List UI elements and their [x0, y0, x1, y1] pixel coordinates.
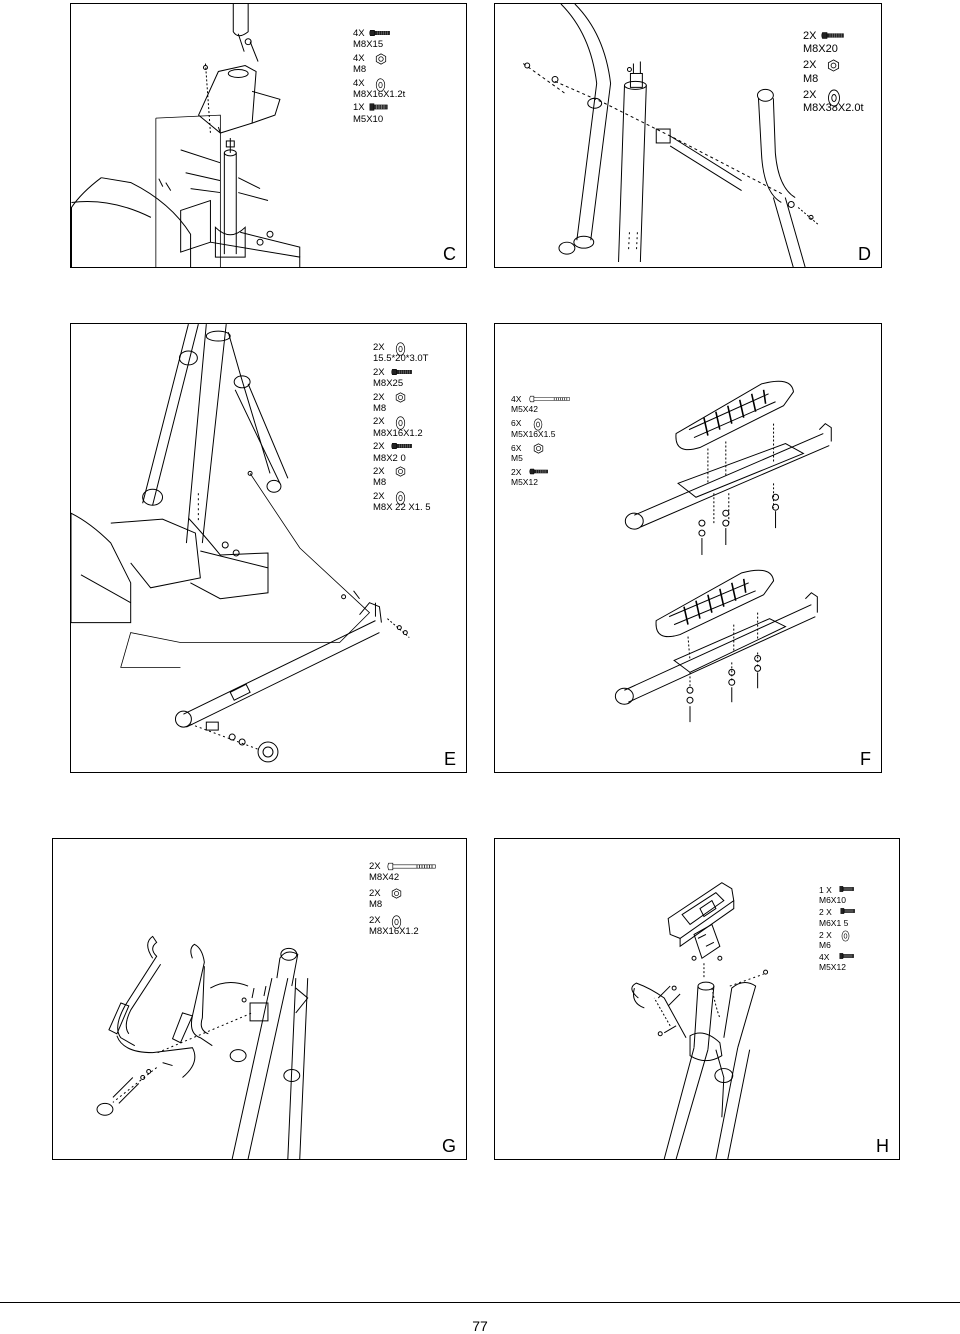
step-e-label: E	[443, 749, 456, 769]
step-c-panel: 4X M8X15 4X M8 4X M8X16X1.2t 1X M5X10 C	[70, 3, 467, 268]
washer-icon	[395, 342, 406, 356]
step-d-parts-list: 2X M8X20 2X M8 2X M8X38X2.0t	[803, 30, 864, 115]
step-d-part-3: 2X M8X38X2.0t	[803, 88, 864, 114]
step-g-panel: 2X M8X42 2X M8 2X M8X16X1.2 G	[52, 838, 467, 1160]
step-f-panel: 4X M5X42 6X M5X16X1.5 6X M5 2X M5X12 F	[494, 323, 882, 773]
nut-icon	[375, 53, 387, 65]
step-f-part-4: 2X M5X12	[511, 467, 555, 487]
step-h-part-4: 4X M5X12	[819, 952, 848, 972]
step-e-illustration	[71, 324, 410, 763]
step-f-part-1: 4X M5X42	[511, 394, 555, 414]
step-g-illustration	[96, 935, 309, 1159]
step-d-panel: 2X M8X20 2X M8 2X M8X38X2.0t D	[494, 3, 882, 268]
bolt-icon	[369, 28, 391, 38]
step-h-illustration	[631, 882, 769, 1159]
bolt-icon	[821, 30, 845, 41]
step-g-part-2: 2X M8	[369, 888, 419, 911]
step-e-parts-list: 2X 15.5*20*3.0T 2X M8X25 2X M8 2X M8X16X…	[373, 342, 431, 513]
long-bolt-icon	[387, 861, 437, 872]
footer-divider	[0, 1302, 960, 1303]
step-c-parts-list: 4X M8X15 4X M8 4X M8X16X1.2t 1X M5X10	[353, 28, 405, 125]
screw-icon	[839, 885, 855, 893]
step-f-part-3: 6X M5	[511, 443, 555, 463]
bolt-icon	[391, 441, 413, 451]
screw-icon	[839, 907, 857, 915]
step-g-part-1: 2X M8X42	[369, 861, 419, 884]
nut-icon	[533, 443, 544, 454]
washer-icon	[391, 915, 402, 929]
step-c-part-1: 4X M8X15	[353, 28, 405, 51]
step-f-illustration	[614, 380, 832, 723]
step-d-part-2: 2X M8	[803, 59, 864, 85]
nut-icon	[395, 466, 406, 477]
screw-icon	[839, 952, 855, 960]
step-c-part-2: 4X M8	[353, 53, 405, 76]
step-f-part-2: 6X M5X16X1.5	[511, 418, 556, 439]
washer-icon	[533, 418, 543, 431]
step-d-illustration	[522, 4, 819, 267]
washer-icon	[375, 78, 386, 92]
bolt-icon	[391, 367, 413, 377]
step-c-part-3: 4X M8X16X1.2t	[353, 77, 406, 100]
step-f-parts-list: 4X M5X42 6X M5X16X1.5 6X M5 2X M5X12	[511, 394, 555, 488]
step-h-panel: 1 X M6X10 2 X M6X1 5 2 X M6 4X M5X12 H	[494, 838, 900, 1160]
step-e-part-5: 2X M8X2 0	[373, 441, 431, 464]
step-g-parts-list: 2X M8X42 2X M8 2X M8X16X1.2	[369, 861, 419, 937]
step-e-part-1: 2X 15.5*20*3.0T	[373, 342, 429, 365]
step-e-part-3: 2X M8	[373, 392, 431, 415]
screw-icon	[369, 102, 389, 112]
step-g-label: G	[441, 1136, 456, 1156]
step-g-part-3: 2X M8X16X1.2	[369, 914, 419, 937]
step-h-label: H	[876, 1136, 889, 1156]
washer-icon	[827, 89, 841, 107]
washer-icon	[395, 491, 406, 505]
step-c-illustration	[71, 4, 301, 267]
step-c-part-4: 1X M5X10	[353, 102, 405, 125]
step-d-part-1: 2X M8X20	[803, 30, 864, 56]
nut-icon	[395, 392, 406, 403]
washer-icon	[395, 416, 406, 430]
step-h-part-2: 2 X M6X1 5	[819, 907, 848, 928]
washer-icon	[841, 930, 850, 942]
step-e-part-6: 2X M8	[373, 466, 431, 489]
long-bolt-icon	[529, 394, 571, 404]
bolt-icon	[529, 467, 549, 476]
step-e-part-7: 2X M8X 22 X1. 5	[373, 490, 431, 514]
page-number: 77	[472, 1318, 488, 1334]
step-e-panel: 2X 15.5*20*3.0T 2X M8X25 2X M8 2X M8X16X…	[70, 323, 467, 773]
step-e-part-2: 2X M8X25	[373, 367, 431, 390]
nut-icon	[827, 59, 840, 72]
nut-icon	[391, 888, 402, 899]
step-e-part-4: 2X M8X16X1.2	[373, 416, 423, 439]
step-d-label: D	[858, 244, 871, 264]
step-c-label: C	[443, 244, 456, 264]
step-h-part-3: 2 X M6	[819, 930, 848, 950]
step-f-label: F	[860, 749, 871, 769]
step-h-part-1: 1 X M6X10	[819, 885, 848, 905]
step-h-parts-list: 1 X M6X10 2 X M6X1 5 2 X M6 4X M5X12	[819, 885, 848, 973]
